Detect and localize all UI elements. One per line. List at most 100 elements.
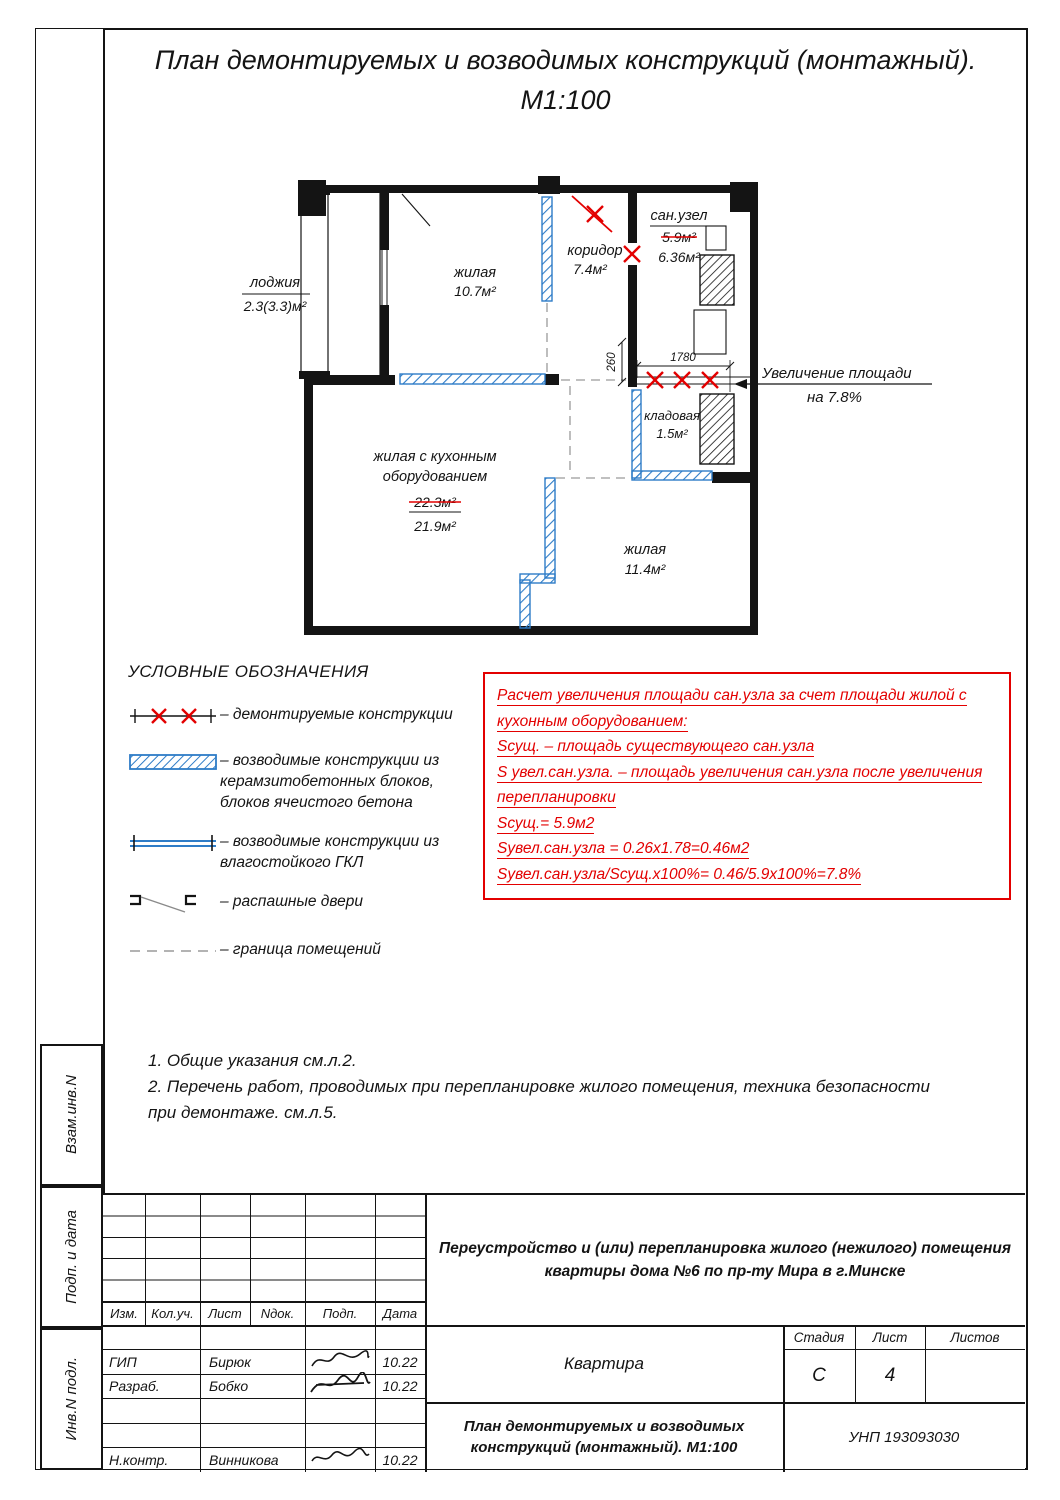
calc-line: Sувел.сан.узла/Sсущ.х100%= 0.46/5.9х100%… — [497, 865, 862, 885]
tb-doc-line1: План демонтируемых и возводимых — [463, 1418, 745, 1435]
boundary-symbol-icon — [128, 940, 220, 967]
calculation-box: Расчет увеличения площади сан.узла за сч… — [483, 672, 1011, 900]
corridor-label: коридор — [567, 243, 622, 259]
new-blocks-symbol-icon — [128, 751, 220, 778]
calc-line: Sувел.сан.узла = 0.26х1.78=0.46м2 — [497, 840, 750, 859]
corridor-area: 7.4м² — [573, 261, 608, 277]
loggia-label: лоджия — [249, 275, 300, 291]
tb-sheet-label: Лист — [872, 1329, 908, 1345]
note-line: 1. Общие указания см.л.2. — [148, 1051, 357, 1070]
callout-line1: Увеличение площади — [761, 365, 912, 382]
tb-stage-label: Стадия — [793, 1329, 845, 1345]
legend-item-doors: – распашные двери — [128, 891, 480, 921]
calc-line: Sсущ. – площадь существующего сан.узла — [497, 738, 815, 757]
demolition-symbol-icon — [128, 705, 220, 732]
sheet-title-line2: М1:100 — [520, 85, 611, 115]
tb-col-ndok: Nдок. — [260, 1306, 295, 1321]
bathroom-area-new: 6.36м² — [658, 249, 701, 265]
tb-doc-line2: конструкций (монтажный). М1:100 — [470, 1439, 738, 1456]
window-opening — [380, 250, 389, 305]
note-line: 2. Перечень работ, проводимых при перепл… — [148, 1077, 930, 1096]
signature-gip — [308, 1348, 372, 1374]
tb-project-line1: Переустройство и (или) перепланировка жи… — [439, 1239, 1011, 1257]
tb-name-razrab: Бобко — [209, 1378, 249, 1394]
tb-object: Квартира — [564, 1353, 644, 1373]
revision-grid — [103, 1195, 425, 1302]
sheet-title-line1: План демонтируемых и возводимых конструк… — [154, 45, 977, 75]
balcony-outline — [299, 187, 381, 379]
tb-role-razrab: Разраб. — [109, 1378, 160, 1394]
signature-nkontr — [308, 1445, 372, 1471]
demolition-marks — [571, 195, 719, 389]
loggia-area: 2.3(3.3)м² — [243, 298, 308, 314]
living-kitchen-area-new: 21.9м² — [413, 518, 457, 534]
stamp-inv-podl-label: Инв.N подл. — [63, 1357, 80, 1441]
tb-col-koluch: Кол.уч. — [151, 1306, 194, 1321]
tb-project-name: Переустройство и (или) перепланировка жи… — [425, 1195, 1025, 1325]
vent-shafts — [699, 254, 735, 465]
stamp-vzam-inv: Взам.инв.N — [40, 1044, 103, 1186]
living2-area: 11.4м² — [625, 561, 667, 577]
legend-label: – демонтируемые конструкции — [220, 706, 453, 723]
dim-260: 260 — [606, 352, 618, 373]
legend-label: – граница помещений — [220, 941, 381, 958]
stamp-vzam-inv-label: Взам.инв.N — [63, 1075, 80, 1155]
tb-name-gip: Бирюк — [209, 1353, 251, 1370]
tb-col-data: Дата — [382, 1306, 418, 1321]
callout-leader — [734, 379, 932, 389]
tb-stage-value: С — [812, 1364, 826, 1386]
new-walls-blocks — [399, 196, 713, 629]
title-block: Изм. Кол.уч. Лист Nдок. Подп. Дата ГИП Б… — [103, 1193, 1025, 1472]
callout-line2: на 7.8% — [807, 389, 862, 406]
living-kitchen-label2: оборудованием — [383, 469, 487, 485]
storage-area: 1.5м² — [656, 426, 688, 441]
tb-sheets-value — [925, 1349, 1025, 1402]
signature-razrab — [308, 1371, 372, 1398]
floor-plan: 260 1780 Увеличение площади на 7.8% лодж… — [242, 176, 932, 635]
legend-item-demolition: – демонтируемые конструкции — [128, 704, 480, 732]
dim-1780: 1780 — [670, 352, 696, 364]
calc-line: кухонным оборудованием: — [497, 712, 688, 732]
tb-date-razrab: 10.22 — [382, 1378, 418, 1394]
tb-unp: УНП 193093030 — [848, 1428, 960, 1446]
tb-col-podp: Подп. — [322, 1306, 358, 1321]
legend-title: УСЛОВНЫЕ ОБОЗНАЧЕНИЯ — [128, 662, 369, 681]
tb-role-gip: ГИП — [109, 1353, 137, 1370]
legend-item-new-blocks: – возводимые конструкции из керамзитобет… — [128, 750, 480, 813]
sheet-main-frame — [103, 28, 1028, 1470]
tb-sheets-label: Листов — [950, 1329, 1000, 1345]
legend: УСЛОВНЫЕ ОБОЗНАЧЕНИЯ – демонтируемые кон… — [128, 662, 480, 985]
general-notes: 1. Общие указания см.л.2. 2. Перечень ра… — [148, 1048, 988, 1126]
legend-label: – возводимые конструкции из керамзитобет… — [220, 752, 440, 811]
stamp-podp-data-label: Подп. и дата — [63, 1210, 80, 1304]
legend-item-new-gkl: – возводимые конструкции из влагостойког… — [128, 831, 480, 873]
tb-date-gip: 10.22 — [382, 1353, 418, 1370]
tb-role-nkontr: Н.контр. — [109, 1451, 169, 1468]
stamp-podp-data: Подп. и дата — [40, 1186, 103, 1328]
living-kitchen-label1: жилая с кухонным — [372, 449, 496, 465]
demolished-wall — [637, 376, 750, 385]
new-gkl-symbol-icon — [128, 832, 220, 859]
storage-label: кладовая — [644, 408, 700, 423]
note-line: при демонтаже. см.л.5. — [148, 1103, 338, 1122]
legend-label: – распашные двери — [220, 893, 363, 910]
tb-col-izm: Изм. — [110, 1306, 138, 1321]
tb-project-line2: квартиры дома №6 по пр-ту Мира в г.Минск… — [544, 1262, 906, 1280]
tb-name-nkontr: Винникова — [209, 1451, 279, 1468]
legend-label: – возводимые конструкции из влагостойког… — [220, 833, 440, 871]
bathroom-label: сан.узел — [651, 208, 708, 224]
living2-label: жилая — [623, 542, 666, 558]
tb-sheet-value: 4 — [884, 1364, 896, 1386]
calc-line: Sсущ.= 5.9м2 — [497, 814, 595, 834]
room-boundary-lines — [546, 303, 630, 479]
living1-label: жилая — [453, 265, 496, 281]
dimension-lines — [617, 337, 735, 392]
tb-col-list: Лист — [208, 1306, 242, 1321]
calc-line: перепланировки — [497, 789, 616, 808]
calc-line: Расчет увеличения площади сан.узла за сч… — [497, 687, 967, 706]
door-leaves — [401, 193, 431, 227]
tb-date-nkontr: 10.22 — [382, 1451, 418, 1468]
swing-door-symbol-icon — [128, 892, 220, 921]
tb-doc-name: План демонтируемых и возводимых конструк… — [425, 1402, 783, 1472]
